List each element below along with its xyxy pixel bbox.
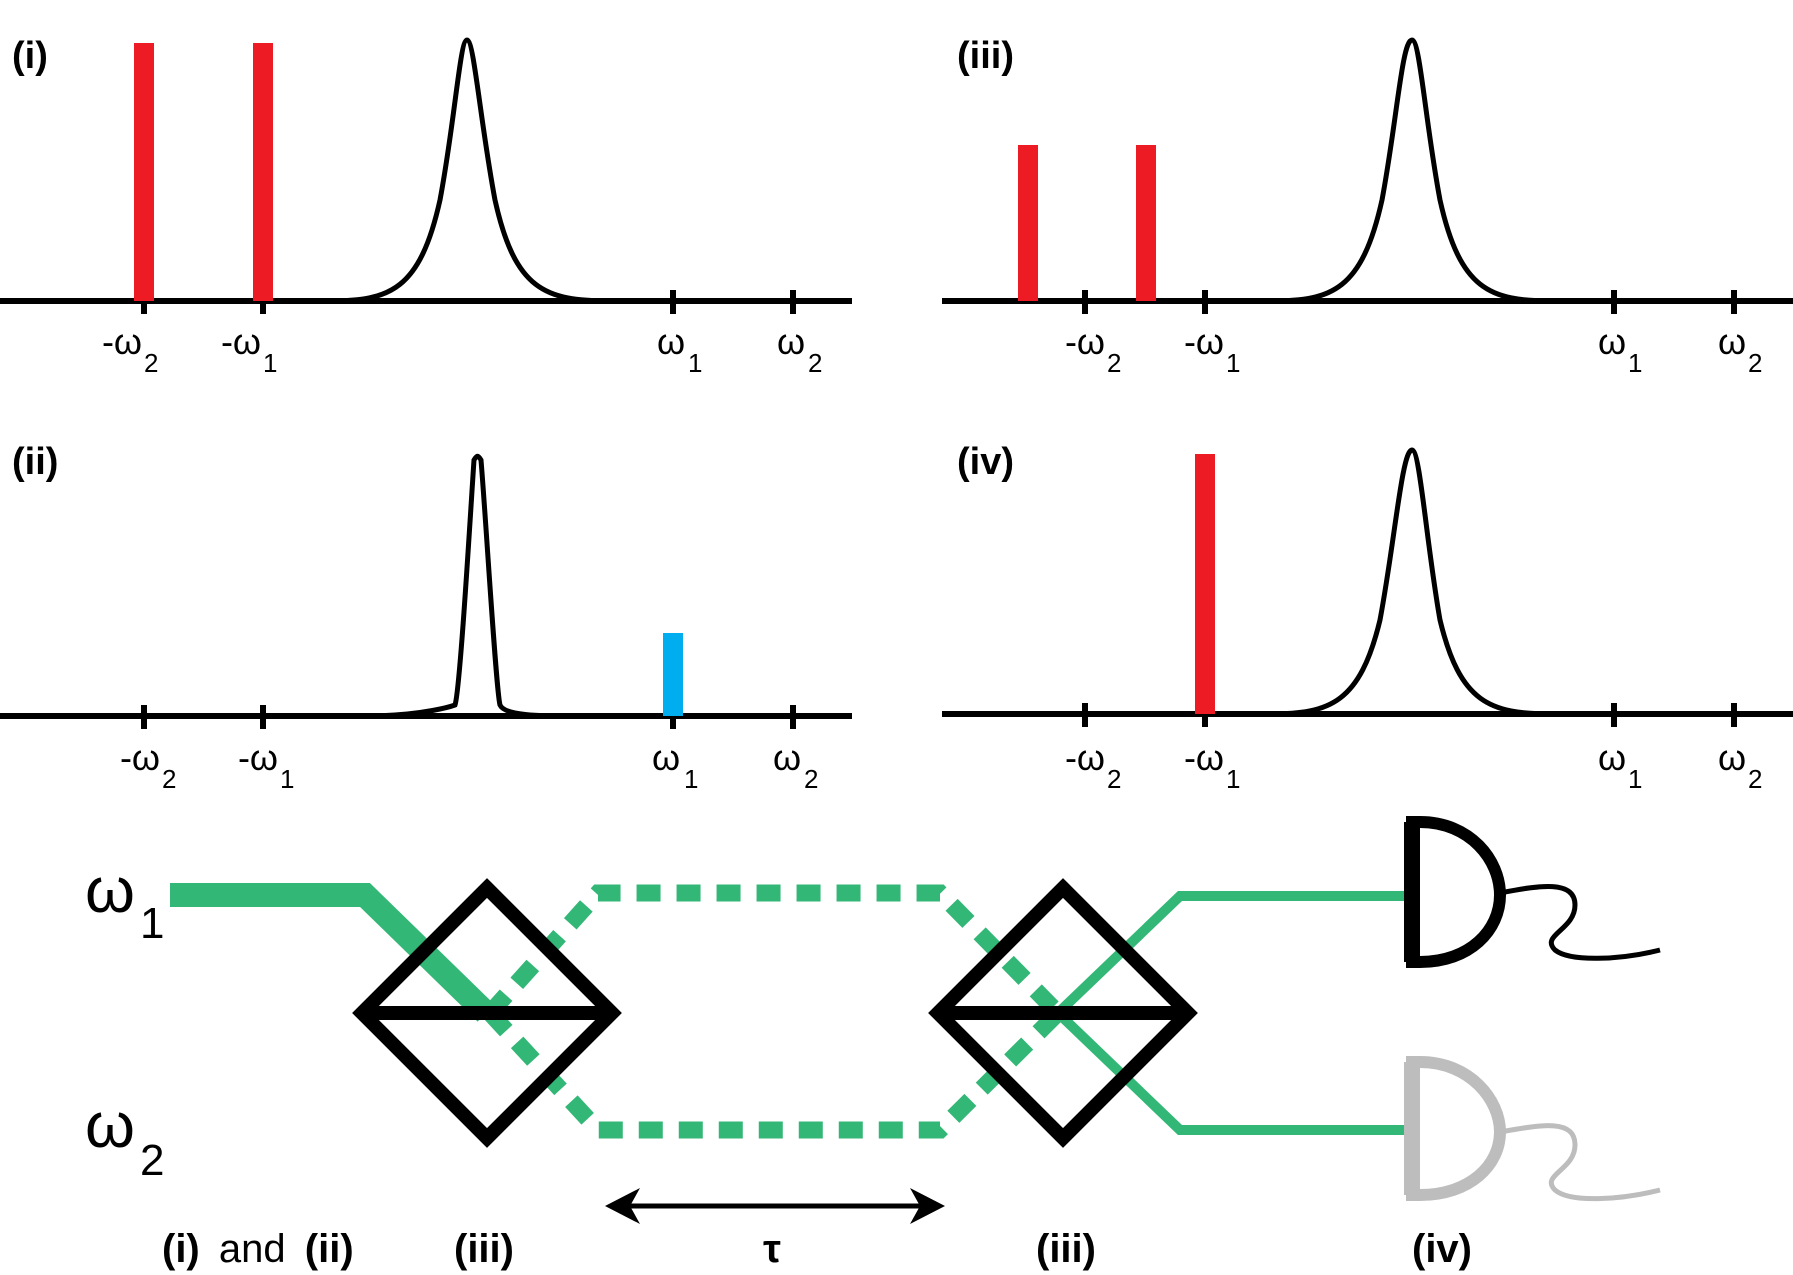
svg-text:ω: ω (1598, 321, 1626, 362)
beamsplitter-2 (928, 878, 1198, 1148)
tick-label: -ω1 (238, 737, 295, 794)
input-label-omega1: ω 1 (85, 854, 164, 948)
upper-delay-arm (483, 884, 1065, 1019)
svg-text:ω: ω (85, 1089, 135, 1161)
panel-label: (iv) (957, 441, 1014, 483)
lower-delay-arm (483, 1006, 1064, 1139)
svg-text:1: 1 (684, 764, 698, 794)
tick-label: ω2 (1718, 321, 1763, 378)
svg-text:2: 2 (804, 764, 818, 794)
svg-text:2: 2 (1748, 348, 1762, 378)
tick-label: -ω1 (1184, 737, 1241, 794)
panel-i: (i) -ω2 -ω1 ω1 ω2 (0, 35, 852, 378)
spectral-bar (1136, 145, 1156, 301)
svg-text:1: 1 (140, 899, 164, 948)
svg-text:ω: ω (1598, 737, 1626, 778)
panel-iii: (iii) -ω2 -ω1 ω1 ω2 (942, 35, 1793, 378)
svg-text:1: 1 (1628, 764, 1642, 794)
svg-text:ω: ω (773, 737, 801, 778)
svg-text:-ω: -ω (1184, 737, 1224, 778)
tick-label: ω1 (1598, 321, 1643, 378)
svg-text:2: 2 (1107, 348, 1121, 378)
delay-arrow (605, 1188, 945, 1224)
svg-text:ω: ω (1718, 737, 1746, 778)
detector-1 (1404, 816, 1661, 968)
resonance-peak (1271, 37, 1553, 304)
svg-text:1: 1 (1226, 764, 1240, 794)
tick-label: -ω2 (1065, 737, 1122, 794)
spectral-bar (134, 43, 154, 301)
svg-text:2: 2 (140, 1136, 164, 1185)
panel-label: (i) (12, 35, 48, 77)
input-label-omega2: ω 2 (85, 1089, 164, 1185)
svg-text:1: 1 (1628, 348, 1642, 378)
svg-text:ω: ω (1718, 321, 1746, 362)
tick-label: ω2 (777, 321, 823, 378)
svg-text:ω: ω (657, 321, 685, 362)
tick-label: -ω2 (1065, 321, 1122, 378)
svg-text:-ω: -ω (221, 321, 261, 362)
svg-text:2: 2 (144, 348, 158, 378)
svg-text:1: 1 (688, 348, 702, 378)
svg-text:1: 1 (1226, 348, 1240, 378)
tick-label: ω1 (657, 321, 703, 378)
spectral-bar (1195, 454, 1215, 714)
resonance-peak (329, 37, 611, 304)
panel-label: (ii) (12, 441, 58, 483)
stage-label-detectors: (iv) (1412, 1227, 1472, 1271)
tick-label: ω1 (1598, 737, 1643, 794)
spectral-bar (1018, 145, 1038, 301)
delay-label: τ (763, 1227, 781, 1271)
stage-label-beamsplitter-2: (iii) (1036, 1227, 1096, 1271)
svg-text:2: 2 (1107, 764, 1121, 794)
tick-label: -ω2 (120, 737, 177, 794)
tick-label: -ω2 (102, 321, 159, 378)
svg-text:-ω: -ω (102, 321, 142, 362)
svg-text:-ω: -ω (1065, 737, 1105, 778)
svg-text:-ω: -ω (120, 737, 160, 778)
svg-text:-ω: -ω (1184, 321, 1224, 362)
svg-text:2: 2 (1748, 764, 1762, 794)
panel-label: (iii) (957, 35, 1014, 77)
svg-text:ω: ω (85, 854, 135, 926)
svg-text:1: 1 (280, 764, 294, 794)
tick-label: -ω1 (1184, 321, 1241, 378)
panel-ii: (ii) -ω2 -ω1 ω1 ω2 (0, 441, 852, 794)
tick-label: ω2 (773, 737, 819, 794)
svg-text:ω: ω (777, 321, 805, 362)
stage-label-input: (i) and (ii) (162, 1227, 354, 1271)
detector-2 (1404, 1056, 1661, 1202)
tick-label: ω1 (652, 737, 699, 794)
spectral-bar (663, 633, 683, 716)
tick-label: ω2 (1718, 737, 1763, 794)
svg-text:ω: ω (652, 737, 680, 778)
svg-text:(i) and (ii): (i) and (ii) (162, 1227, 354, 1271)
svg-text:-ω: -ω (238, 737, 278, 778)
resonance-peak (364, 453, 576, 719)
interferometer: ω 1 ω 2 (85, 816, 1661, 1271)
panel-iv: (iv) -ω2 -ω1 ω1 ω2 (942, 441, 1793, 794)
svg-text:-ω: -ω (1065, 321, 1105, 362)
stage-label-beamsplitter-1: (iii) (454, 1227, 514, 1271)
beamsplitter-1 (352, 878, 622, 1148)
svg-text:2: 2 (162, 764, 176, 794)
svg-text:1: 1 (263, 348, 277, 378)
spectral-bar (253, 43, 273, 301)
tick-label: -ω1 (221, 321, 278, 378)
resonance-peak (1269, 447, 1553, 717)
input-beam (170, 883, 495, 1022)
svg-text:2: 2 (808, 348, 822, 378)
